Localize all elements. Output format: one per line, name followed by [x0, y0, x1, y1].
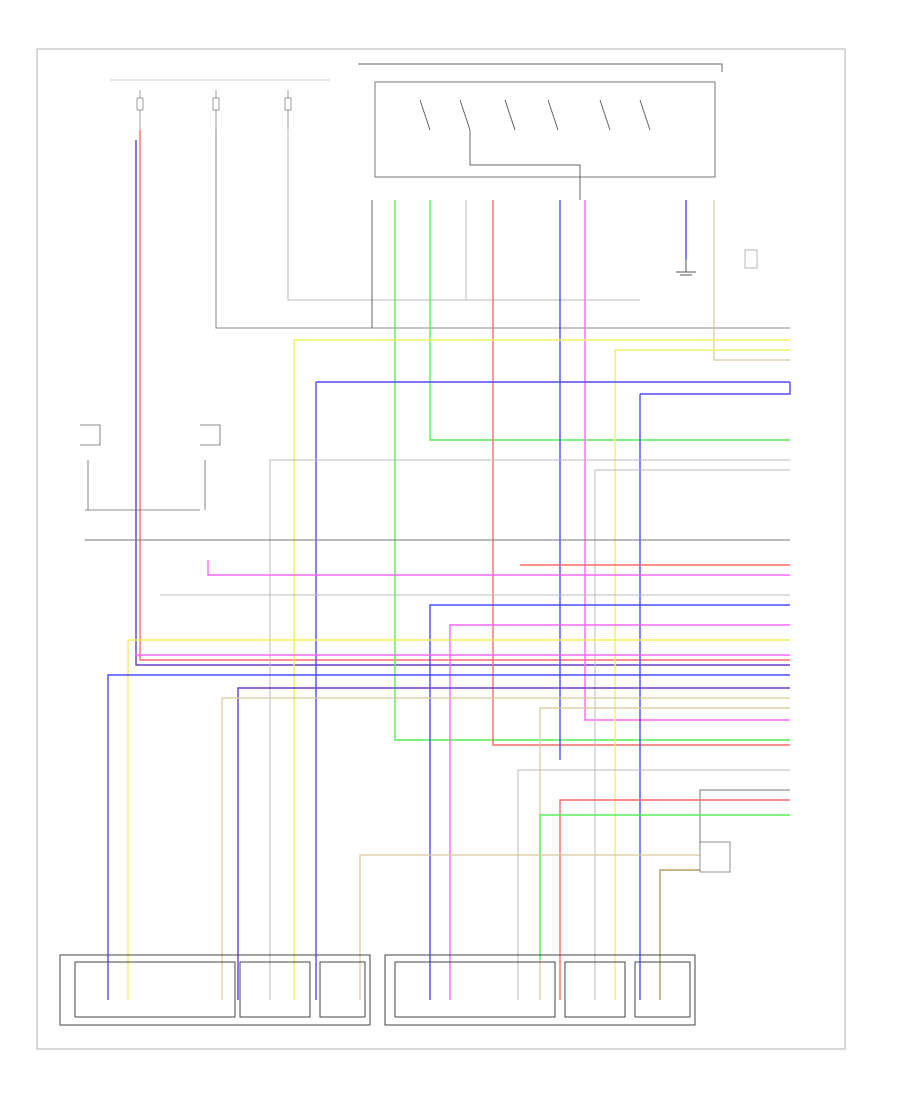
switch-mid — [200, 424, 221, 510]
wire-tan-4 — [359, 854, 700, 1000]
mirror-switch — [358, 63, 723, 200]
wire-gray-fusec — [287, 130, 640, 301]
wire-pink-2 — [449, 624, 790, 1000]
connector-upper — [744, 249, 758, 269]
wire-pink-sw — [584, 200, 790, 721]
wire-gray-5 — [517, 769, 790, 1000]
fuse-b — [212, 90, 220, 130]
diagram-frame — [36, 48, 846, 1050]
wire-green-sw2 — [429, 200, 790, 441]
wire-tan-2 — [221, 697, 790, 1000]
wire-black-2 — [699, 789, 790, 850]
wire-black-left — [215, 130, 790, 329]
wire-gray-2 — [269, 459, 790, 1000]
wire-brown-1 — [659, 869, 700, 1000]
connector-lower — [699, 841, 731, 873]
fuse-c — [284, 90, 292, 130]
fuse-a — [136, 90, 144, 130]
wire-tan-3 — [539, 707, 790, 1000]
wire-green-2 — [539, 814, 790, 960]
switch-left — [80, 424, 200, 511]
wire-violet-main — [135, 140, 790, 666]
wire-yellow-3 — [127, 639, 790, 1000]
wire-violet-2 — [237, 687, 790, 1000]
wire-blue-4 — [107, 674, 790, 1000]
wire-red-main — [139, 130, 790, 661]
driver-mirror-assembly — [59, 954, 371, 1026]
wire-green-sw — [394, 200, 790, 741]
wire-tan-sw — [713, 200, 790, 361]
passenger-mirror-assembly — [384, 954, 696, 1026]
wire-yellow-1 — [293, 339, 790, 1000]
wire-red-2 — [559, 799, 790, 1000]
wire-red-sw — [492, 200, 790, 746]
wire-blue-2 — [640, 382, 791, 395]
wire-blue-3 — [429, 604, 790, 1000]
wire-pink-1 — [207, 560, 790, 576]
